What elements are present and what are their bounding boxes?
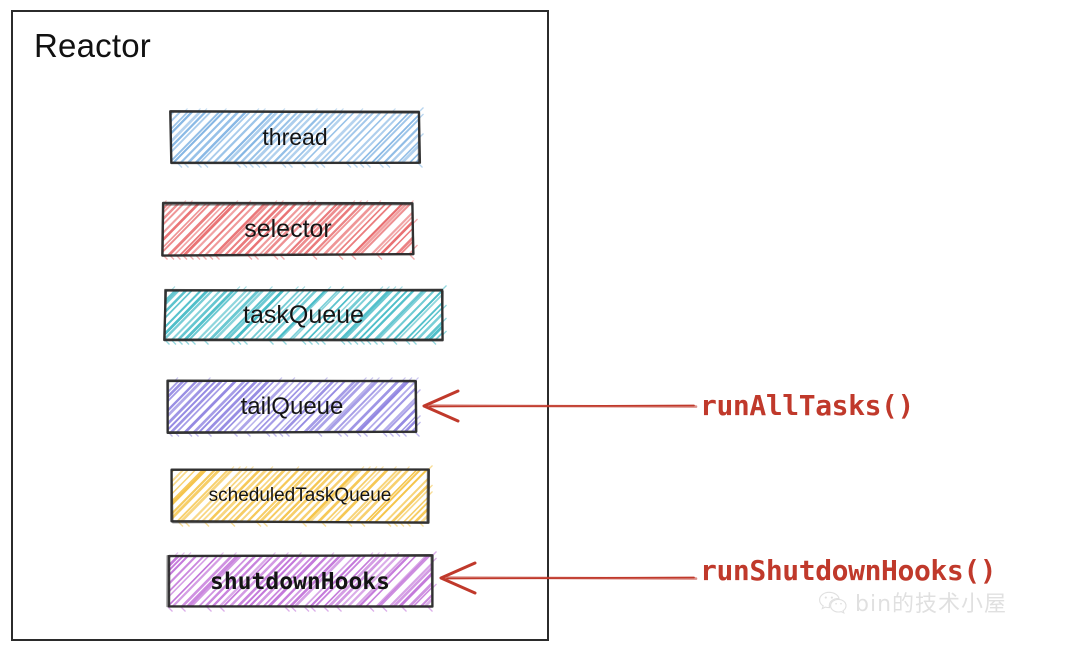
field-box-thread: thread bbox=[169, 107, 424, 168]
watermark: bin的技术小屋 bbox=[818, 586, 1007, 618]
sketch-box-graphic bbox=[163, 285, 447, 345]
field-label-scheduled-task-queue: scheduledTaskQueue bbox=[208, 485, 392, 506]
sketch-box-graphic bbox=[170, 465, 433, 527]
field-label-thread: thread bbox=[262, 124, 328, 150]
sketch-box-graphic bbox=[169, 107, 424, 168]
arrow-run-shutdown-hooks bbox=[439, 561, 698, 595]
field-box-shutdown-hooks: shutdownHooks bbox=[166, 551, 437, 612]
wechat-icon bbox=[819, 591, 847, 614]
sketch-box-graphic bbox=[166, 551, 437, 612]
annotation-label-run-shutdown-hooks: runShutdownHooks() bbox=[700, 554, 997, 587]
page-title: Reactor bbox=[34, 27, 151, 64]
field-label-shutdown-hooks: shutdownHooks bbox=[209, 568, 390, 595]
sketch-box-graphic bbox=[166, 377, 421, 437]
field-label-task-queue: taskQueue bbox=[243, 300, 364, 329]
field-box-selector: selector bbox=[161, 200, 418, 260]
field-label-selector: selector bbox=[244, 215, 332, 243]
watermark-text: bin的技术小屋 bbox=[855, 592, 1008, 617]
reactor-container bbox=[11, 10, 549, 641]
field-box-task-queue: taskQueue bbox=[163, 285, 447, 345]
field-box-scheduled-task-queue: scheduledTaskQueue bbox=[170, 465, 433, 527]
arrow-run-all-tasks bbox=[422, 389, 698, 423]
annotation-label-run-all-tasks: runAllTasks() bbox=[700, 389, 914, 422]
sketch-box-graphic bbox=[161, 200, 418, 260]
field-box-tail-queue: tailQueue bbox=[166, 377, 421, 437]
field-label-tail-queue: tailQueue bbox=[240, 392, 344, 420]
